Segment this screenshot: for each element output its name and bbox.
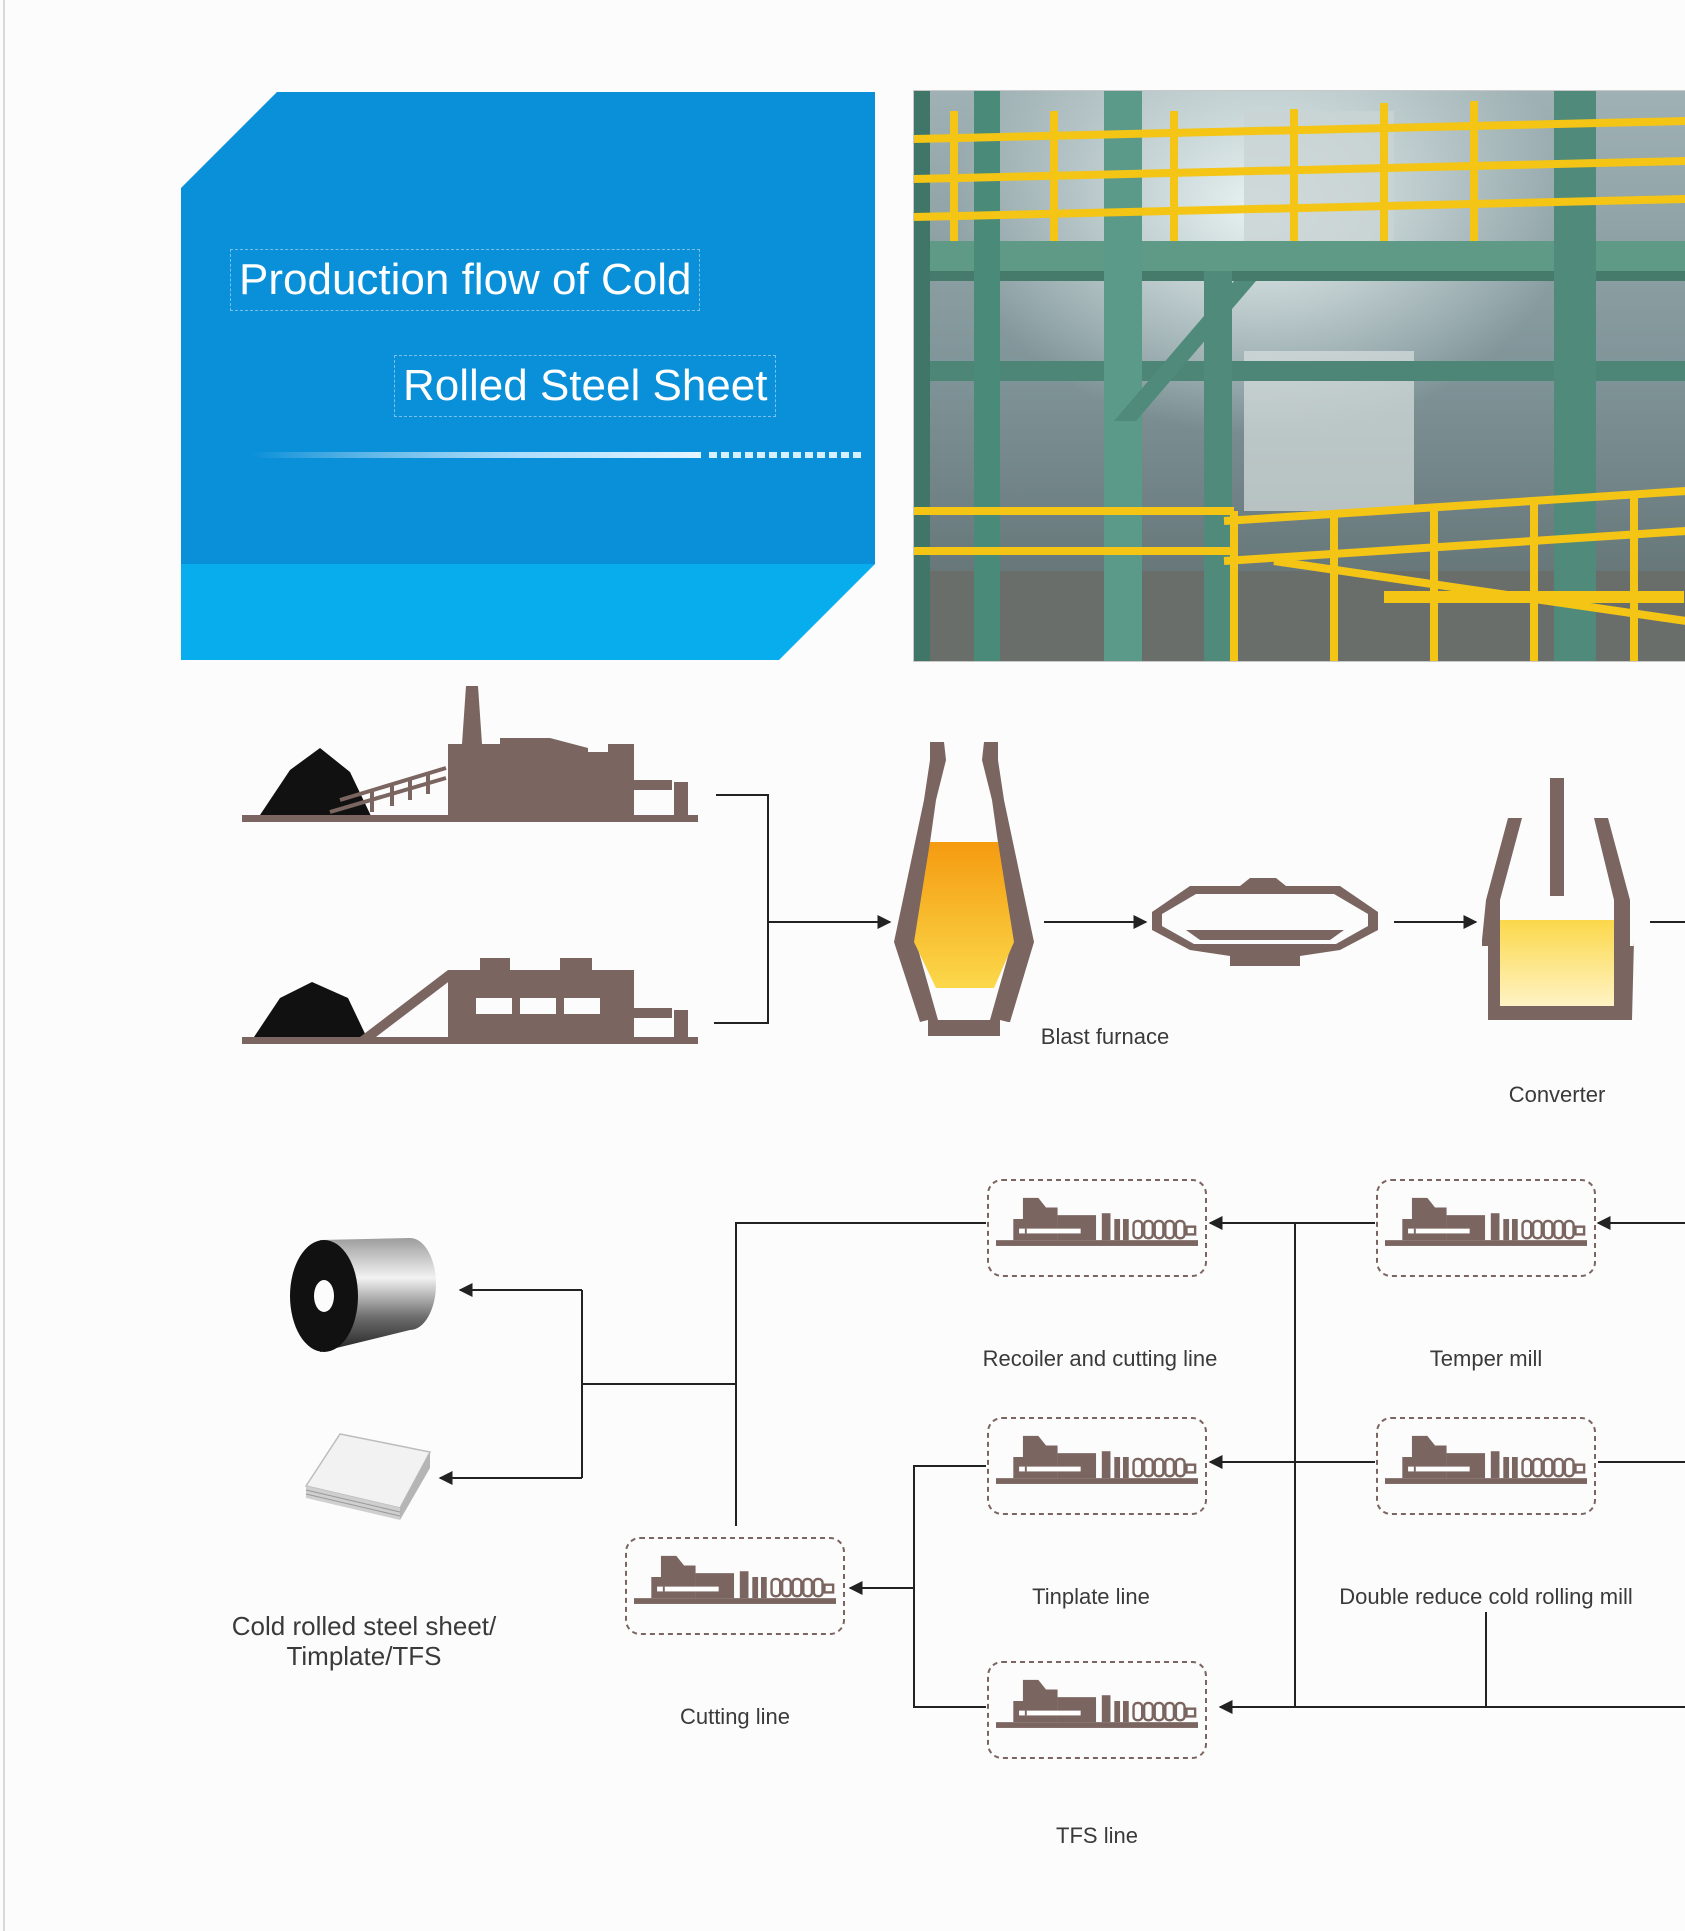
sinter-plant-icon [242, 686, 698, 822]
converter-icon [1482, 778, 1634, 1020]
blast-furnace-icon [894, 742, 1034, 1036]
panel-blue-shape [181, 92, 875, 564]
title-panel-background [181, 92, 875, 660]
label-cutting-line: Cutting line [679, 1704, 791, 1729]
tfs-mill-icon [987, 1661, 1207, 1759]
coke-plant-icon [242, 958, 698, 1044]
plants-connector [714, 794, 892, 1024]
title-line-1: Production flow of Cold [230, 249, 701, 311]
finishing-flow-lines [438, 1216, 1685, 1714]
title-panel: Production flow of Cold Rolled Steel She… [181, 92, 875, 660]
cutting-mill-icon [625, 1537, 845, 1635]
label-converter: Converter [1508, 1082, 1606, 1107]
double-reduce-mill-icon [1376, 1417, 1596, 1515]
recoiler-mill-icon [987, 1179, 1207, 1277]
steel-sheet-stack-icon [304, 1433, 432, 1520]
label-temper-mill: Temper mill [1429, 1346, 1543, 1371]
label-tfs-line: TFS line [1056, 1823, 1138, 1848]
mixer-car-icon [1152, 878, 1378, 966]
temper-mill-icon [1376, 1179, 1596, 1277]
label-tinplate-line: Tinplate line [1032, 1584, 1150, 1609]
label-blast-furnace: Blast furnace [1040, 1024, 1170, 1049]
left-margin-rule [3, 0, 5, 1931]
label-products: Cold rolled steel sheet/ Timplate/TFS [232, 1611, 496, 1671]
steel-coil-icon [290, 1238, 436, 1352]
factory-photo-illustration [914, 91, 1685, 661]
title-line-2: Rolled Steel Sheet [394, 355, 777, 417]
title-streak [251, 452, 701, 458]
label-products-line-2: Timplate/TFS [286, 1641, 442, 1671]
label-double-reduce-mill: Double reduce cold rolling mill [1339, 1584, 1633, 1609]
label-recoiler-cutting-line: Recoiler and cutting line [982, 1346, 1218, 1371]
label-products-line-1: Cold rolled steel sheet/ [231, 1611, 497, 1641]
factory-photo [913, 90, 1685, 662]
title-streak-dashes [709, 452, 861, 458]
tinplate-mill-icon [987, 1417, 1207, 1515]
panel-cyan-strip [181, 564, 875, 660]
